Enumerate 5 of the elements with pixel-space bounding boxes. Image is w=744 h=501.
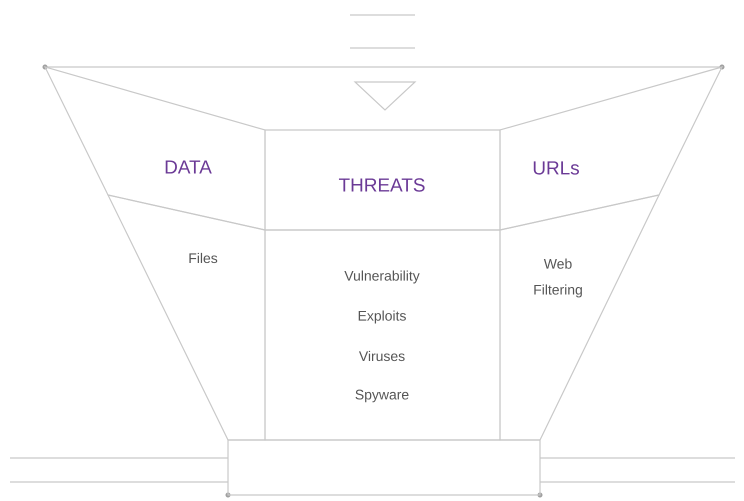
funnel-section: Vulnerability Exploits Viruses Spyware: [264, 229, 501, 441]
header-section: THREATS: [264, 129, 501, 231]
funnel-section: Web Filtering: [499, 194, 660, 441]
empty-box: [227, 439, 541, 496]
header-section: URLs: [499, 66, 724, 231]
